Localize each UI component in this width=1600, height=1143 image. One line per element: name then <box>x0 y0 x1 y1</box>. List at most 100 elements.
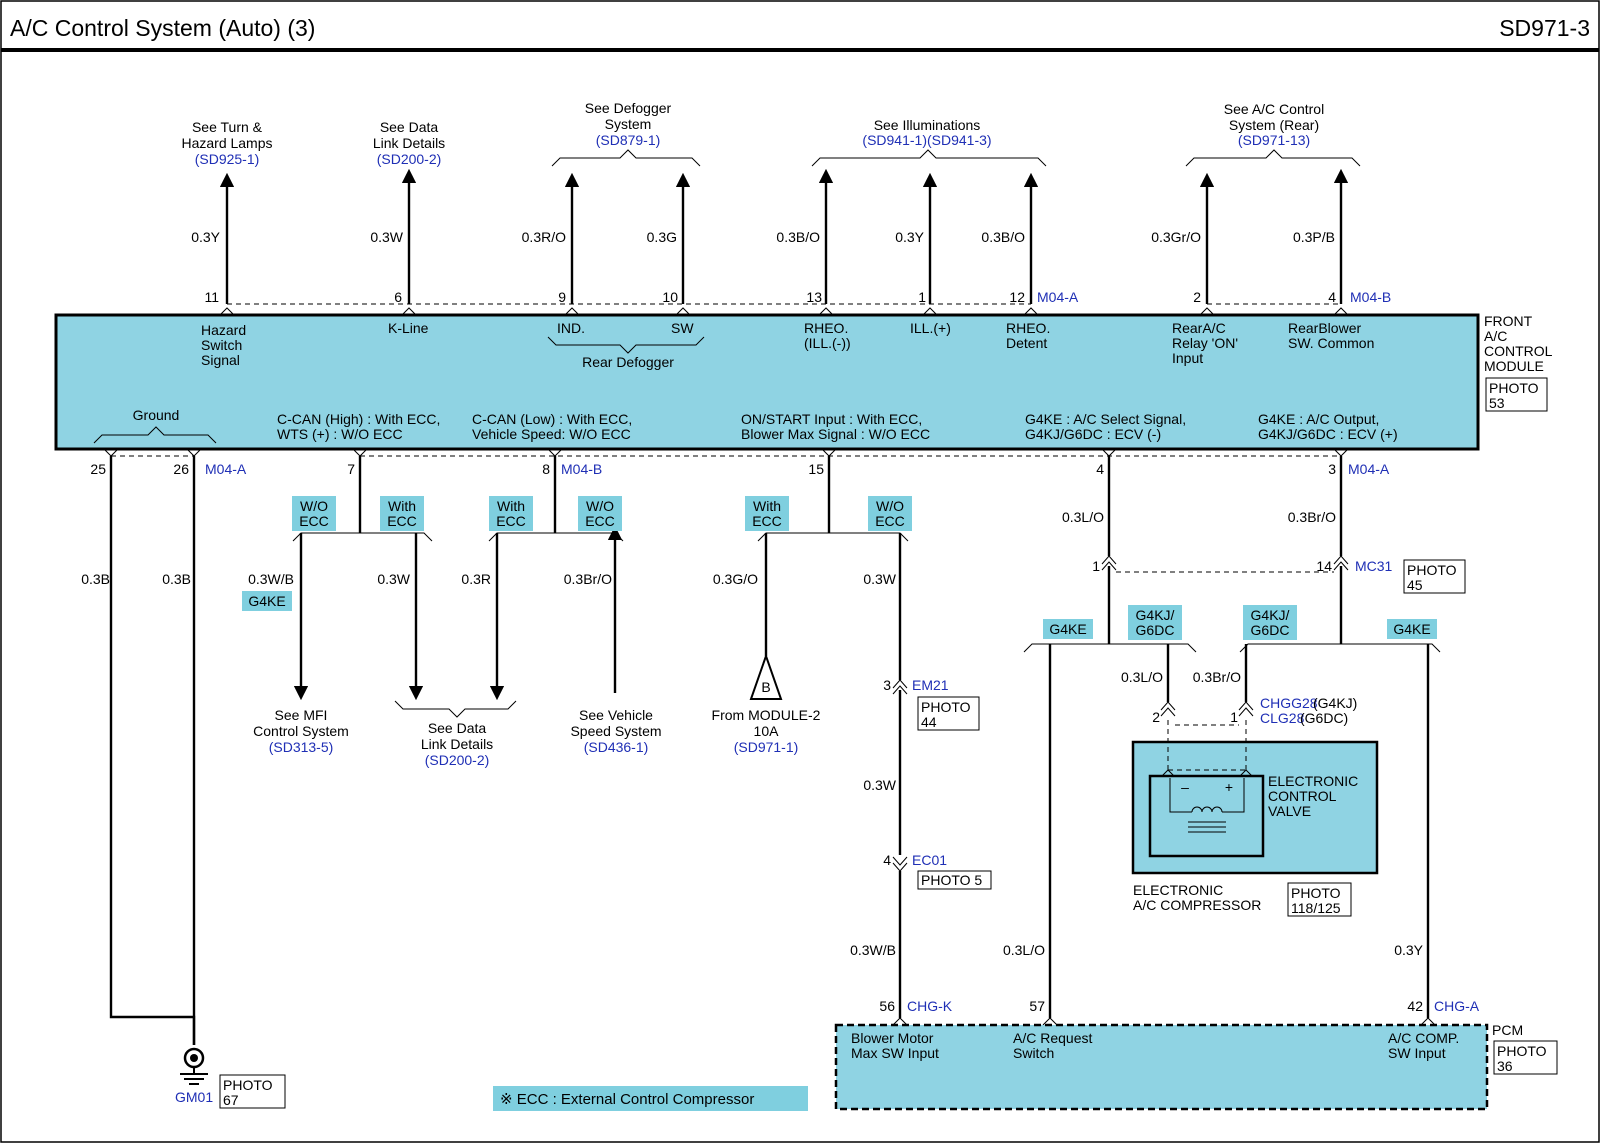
svg-text:0.3Y: 0.3Y <box>191 229 220 245</box>
ref-rear-ac[interactable]: See A/C Control System (Rear) (SD971-13) <box>1224 101 1324 148</box>
pcm-photo-box[interactable]: PHOTO 36 <box>1493 1040 1558 1075</box>
svg-text:See MFI: See MFI <box>275 707 328 723</box>
svg-text:4: 4 <box>883 852 891 868</box>
svg-text:PHOTO: PHOTO <box>1407 562 1457 578</box>
em21-photo-box[interactable]: PHOTO 44 <box>917 696 980 731</box>
data-link-bottom-brace <box>394 700 517 718</box>
ec01-photo-box[interactable]: PHOTO 5 <box>917 870 992 890</box>
svg-text:0.3B: 0.3B <box>81 571 110 587</box>
svg-text:See Vehicle: See Vehicle <box>579 707 653 723</box>
svg-text:A/C Request: A/C Request <box>1013 1030 1092 1046</box>
connector-chgg28[interactable]: CHGG28 (G4KJ) <box>1260 695 1357 711</box>
svg-text:1: 1 <box>918 289 926 305</box>
ref-data-link-bottom[interactable]: See Data Link Details (SD200-2) <box>421 720 493 768</box>
tag-g4kj-g6dc-left: G4KJ/ G6DC <box>1128 605 1182 640</box>
pin4-pin3-wires: 0.3L/O 0.3Br/O <box>1062 456 1343 556</box>
connector-m04b-top[interactable]: M04-B <box>1350 289 1391 305</box>
connector-gm01[interactable]: GM01 <box>175 1089 213 1105</box>
ecv-internal-wiring: – + <box>1161 720 1253 795</box>
gm01-photo-box[interactable]: PHOTO 67 <box>219 1074 286 1109</box>
svg-text:0.3L/O: 0.3L/O <box>1121 669 1163 685</box>
svg-text:RHEO.: RHEO. <box>804 320 848 336</box>
svg-text:Blower Max Signal : W/O ECC: Blower Max Signal : W/O ECC <box>741 426 930 442</box>
coil-icon <box>1169 778 1245 833</box>
connector-m04a-bottom-right[interactable]: M04-A <box>1348 461 1390 477</box>
svg-text:(SD941-1)(SD941-3): (SD941-1)(SD941-3) <box>862 132 991 148</box>
connector-m04a-bottom-left[interactable]: M04-A <box>205 461 247 477</box>
svg-text:See Turn &: See Turn & <box>192 119 263 135</box>
svg-text:3: 3 <box>1328 461 1336 477</box>
ref-vehicle-speed[interactable]: See Vehicle Speed System (SD436-1) <box>570 707 661 755</box>
svg-text:(ILL.(-)): (ILL.(-)) <box>804 335 851 351</box>
svg-text:CHGG28: CHGG28 <box>1260 695 1318 711</box>
svg-text:+: + <box>1225 779 1233 795</box>
connector-clg28[interactable]: CLG28 (G6DC) <box>1260 710 1348 726</box>
module-photo-box[interactable]: PHOTO 53 <box>1485 377 1548 412</box>
rear-ac-brace <box>1185 149 1361 167</box>
svg-text:4: 4 <box>1096 461 1104 477</box>
module-top-labels: Hazard Switch Signal K-Line IND. SW Rear… <box>201 320 1374 370</box>
svg-text:0.3W: 0.3W <box>377 571 410 587</box>
mc31-photo-box[interactable]: PHOTO 45 <box>1403 559 1466 594</box>
ref-defogger[interactable]: See Defogger System (SD879-1) <box>585 100 672 148</box>
ccan-low-branch: 0.3R 0.3Br/O <box>461 456 624 701</box>
electronic-control-valve[interactable] <box>1148 774 1265 858</box>
svg-text:A/C: A/C <box>1484 328 1507 344</box>
connector-ec01[interactable]: EC01 <box>912 852 947 868</box>
svg-text:42: 42 <box>1407 998 1423 1014</box>
svg-text:0.3L/O: 0.3L/O <box>1003 942 1045 958</box>
compressor-photo-box[interactable]: PHOTO 118/125 <box>1287 882 1352 917</box>
svg-text:0.3Gr/O: 0.3Gr/O <box>1151 229 1201 245</box>
front-ac-control-module[interactable] <box>54 313 1480 451</box>
pcm-labels: Blower Motor Max SW Input A/C Request Sw… <box>851 1030 1459 1061</box>
svg-text:ON/START Input : With ECC,: ON/START Input : With ECC, <box>741 411 922 427</box>
svg-text:PHOTO: PHOTO <box>1291 885 1341 901</box>
ref-data-link-top[interactable]: See Data Link Details (SD200-2) <box>373 119 445 167</box>
pcm-module[interactable] <box>834 1023 1489 1111</box>
svg-text:FRONT: FRONT <box>1484 313 1533 329</box>
svg-text:CONTROL: CONTROL <box>1268 788 1337 804</box>
svg-text:ECC: ECC <box>875 513 905 529</box>
pcm-pins: 56 57 42 <box>879 998 1436 1026</box>
svg-text:7: 7 <box>347 461 355 477</box>
defogger-brace <box>551 149 701 167</box>
top-wires <box>219 168 1349 304</box>
connector-m04b-bottom[interactable]: M04-B <box>561 461 602 477</box>
module-pin-ticks-top <box>219 307 1349 316</box>
svg-text:G4KE : A/C Select Signal,: G4KE : A/C Select Signal, <box>1025 411 1186 427</box>
ref-module2[interactable]: From MODULE-2 10A (SD971-1) <box>712 707 821 755</box>
ref-mfi[interactable]: See MFI Control System (SD313-5) <box>253 707 349 755</box>
connector-em21[interactable]: EM21 <box>912 677 949 693</box>
svg-text:9: 9 <box>558 289 566 305</box>
svg-text:C-CAN (Low) : With ECC,: C-CAN (Low) : With ECC, <box>472 411 632 427</box>
svg-text:44: 44 <box>921 714 937 730</box>
tag-with-ecc-1: With ECC <box>380 496 424 531</box>
connector-mc31[interactable]: MC31 <box>1355 558 1393 574</box>
svg-text:10: 10 <box>662 289 678 305</box>
ref-illuminations[interactable]: See Illuminations (SD941-1)(SD941-3) <box>862 117 991 148</box>
svg-text:67: 67 <box>223 1092 239 1108</box>
connector-chg-a[interactable]: CHG-A <box>1434 998 1480 1014</box>
connector-m04a-top[interactable]: M04-A <box>1037 289 1079 305</box>
svg-text:ECC: ECC <box>496 513 526 529</box>
svg-text:0.3Br/O: 0.3Br/O <box>564 571 612 587</box>
top-wire-labels: 0.3Y 0.3W 0.3R/O 0.3G 0.3B/O 0.3Y 0.3B/O… <box>191 229 1335 245</box>
svg-text:57: 57 <box>1029 998 1045 1014</box>
svg-text:(SD436-1): (SD436-1) <box>584 739 649 755</box>
svg-text:0.3G/O: 0.3G/O <box>713 571 758 587</box>
svg-text:ECC: ECC <box>752 513 782 529</box>
engine-split-braces <box>1023 643 1441 653</box>
svg-text:See Data: See Data <box>380 119 439 135</box>
svg-text:0.3W/B: 0.3W/B <box>248 571 294 587</box>
svg-text:See Data: See Data <box>428 720 487 736</box>
svg-text:4: 4 <box>1328 289 1336 305</box>
svg-text:0.3W: 0.3W <box>863 571 896 587</box>
ref-turn-hazard[interactable]: See Turn & Hazard Lamps (SD925-1) <box>181 119 272 167</box>
svg-text:B: B <box>761 679 770 695</box>
svg-text:(SD971-13): (SD971-13) <box>1238 132 1310 148</box>
svg-text:A/C COMPRESSOR: A/C COMPRESSOR <box>1133 897 1261 913</box>
svg-text:15: 15 <box>808 461 824 477</box>
mc31-connector: 1 14 <box>1092 555 1349 644</box>
connector-chg-k[interactable]: CHG-K <box>907 998 953 1014</box>
